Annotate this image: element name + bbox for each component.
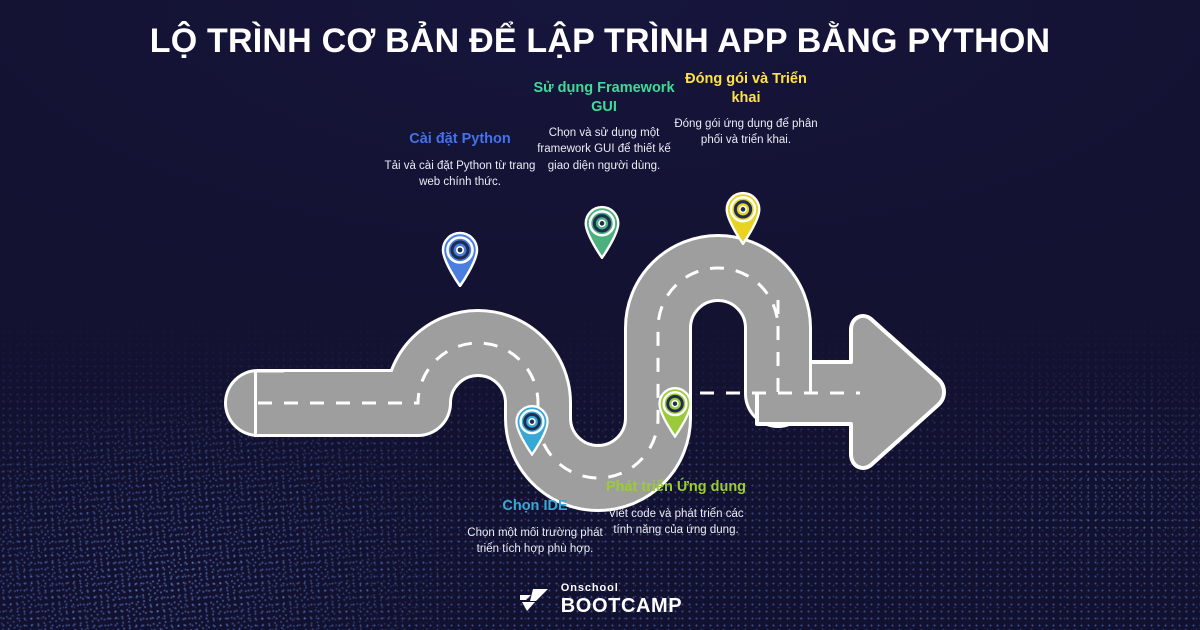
step-desc-install-python: Tải và cài đặt Python từ trang web chính… — [384, 159, 536, 188]
step-desc-choose-ide: Chọn một môi trường phát triển tích hợp … — [467, 526, 603, 555]
road-surface — [224, 234, 812, 512]
step-title-develop-app: Phát triển Ứng dụng — [605, 479, 747, 495]
step-title-choose-ide: Chọn IDE — [502, 498, 568, 514]
logo-bottom-text: BOOTCAMP — [560, 595, 683, 617]
step-desc-use-gui-framework: Chọn và sử dụng một framework GUI để thi… — [537, 127, 671, 172]
map-pin-choose-ide[interactable] — [511, 402, 553, 456]
step-desc-develop-app: Viết code và phát triển các tính năng củ… — [608, 507, 744, 536]
step-develop-app: Phát triển Ứng dụng Viết code và phát tr… — [604, 478, 748, 538]
step-desc-package-deploy: Đóng gói ứng dụng để phân phối và triển … — [674, 118, 818, 147]
lightning-bolt-icon — [519, 588, 548, 611]
page-title: LỘ TRÌNH CƠ BẢN ĐỂ LẬP TRÌNH APP BẰNG PY… — [149, 22, 1051, 60]
map-pin-use-gui-framework[interactable] — [580, 203, 624, 259]
brand-logo: Onschool BOOTCAMP — [0, 583, 1200, 616]
step-install-python: Cài đặt Python Tải và cài đặt Python từ … — [380, 130, 540, 190]
step-use-gui-framework: Sử dụng Framework GUI Chọn và sử dụng mộ… — [530, 79, 678, 174]
step-title-package-deploy: Đóng gói và Triển khai — [685, 71, 807, 106]
logo-wordmark: Onschool BOOTCAMP — [560, 582, 683, 617]
step-title-install-python: Cài đặt Python — [409, 131, 511, 147]
road-arrow-connector — [700, 300, 860, 395]
step-title-use-gui-framework: Sử dụng Framework GUI — [533, 80, 675, 115]
map-pin-package-deploy[interactable] — [721, 189, 765, 245]
logo-top-text: Onschool — [560, 582, 619, 594]
background-particle-wave-right — [900, 340, 1200, 570]
map-pin-develop-app[interactable] — [654, 384, 696, 438]
step-package-deploy: Đóng gói và Triển khai Đóng gói ứng dụng… — [672, 70, 820, 149]
map-pin-install-python[interactable] — [437, 229, 483, 287]
step-choose-ide: Chọn IDE Chọn một môi trường phát triển … — [460, 497, 610, 557]
